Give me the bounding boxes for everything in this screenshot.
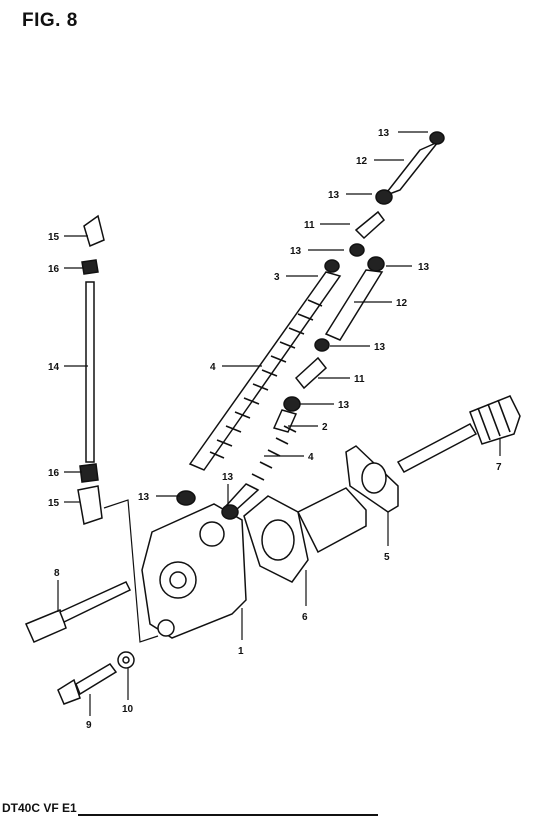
callout-14: 14 xyxy=(48,362,60,373)
housing-bore xyxy=(261,519,295,561)
stud-bolt-14 xyxy=(85,281,95,463)
callout-labels: 13 12 13 11 13 13 3 12 13 4 11 13 2 4 7 … xyxy=(48,128,502,731)
callout-4b: 4 xyxy=(308,452,314,463)
callout-13c: 13 xyxy=(290,246,302,257)
fuel-pump-port xyxy=(169,571,187,589)
callout-16a: 16 xyxy=(48,264,60,275)
hose-protector-4-lower xyxy=(245,425,297,491)
callout-1: 1 xyxy=(238,646,244,657)
fuel-hose-2 xyxy=(272,409,298,433)
callout-15b: 15 xyxy=(48,498,60,509)
leader-lines xyxy=(57,131,501,716)
hose-clamp-13-upper xyxy=(375,189,393,205)
hose-clamp-13-top xyxy=(429,131,445,145)
hose-clamp-13-mid xyxy=(349,243,365,257)
nut-16-bottom xyxy=(79,463,99,483)
bolt-9-shaft xyxy=(75,663,118,696)
hose-clamp-13-hose2 xyxy=(283,396,301,412)
callout-11b: 11 xyxy=(354,374,365,385)
fuel-filter-11-upper xyxy=(354,210,386,240)
fuel-filter-11-lower xyxy=(294,356,328,390)
callout-6: 6 xyxy=(302,612,308,623)
callout-12a: 12 xyxy=(356,156,368,167)
fuel-pump-assembly xyxy=(141,490,247,639)
hose-protector-4-upper xyxy=(209,299,323,459)
fuel-hose-12-lower xyxy=(324,269,384,341)
figure-title: FIG. 8 xyxy=(22,10,78,31)
callout-7: 7 xyxy=(496,462,502,473)
fuel-hose-12-upper xyxy=(381,141,439,198)
mounting-bolts xyxy=(25,581,135,705)
pump-housing-and-gasket xyxy=(243,445,399,583)
callout-13g: 13 xyxy=(138,492,150,503)
drive-gear-shaft-7 xyxy=(396,395,521,473)
hose-clamp-13-hose12 xyxy=(367,256,385,272)
callout-10: 10 xyxy=(122,704,134,715)
callout-2: 2 xyxy=(322,422,328,433)
gear-teeth xyxy=(477,399,511,441)
hose-clamp-13-pump-right xyxy=(221,504,239,520)
callout-4a: 4 xyxy=(210,362,216,373)
callout-13e: 13 xyxy=(374,342,386,353)
fuel-pump-fitting xyxy=(157,619,175,637)
callout-3: 3 xyxy=(274,272,280,283)
elbow-fitting-15-top xyxy=(83,214,105,248)
drive-shaft xyxy=(396,423,478,473)
bolt-8-head xyxy=(25,609,67,643)
hose-clamp-13-pump-left xyxy=(176,490,196,506)
callout-12b: 12 xyxy=(396,298,408,309)
callout-9: 9 xyxy=(86,720,92,731)
callout-11a: 11 xyxy=(304,220,315,231)
fitting-15-bottom xyxy=(77,485,103,525)
bolt-9-head xyxy=(57,678,81,705)
callout-13b: 13 xyxy=(328,190,340,201)
upper-fuel-hose-assembly xyxy=(272,131,445,433)
callout-13h: 13 xyxy=(222,472,234,483)
hose-clamp-13-hose3 xyxy=(324,259,340,273)
assembly-reference-line xyxy=(103,499,159,643)
fuel-pump-outlet xyxy=(199,521,225,547)
drive-gear xyxy=(469,395,521,445)
hose-clamp-13-filter xyxy=(314,338,330,352)
callout-13f: 13 xyxy=(338,400,350,411)
stud-bolt-assembly xyxy=(77,214,105,525)
callout-16b: 16 xyxy=(48,468,60,479)
callout-8: 8 xyxy=(54,568,60,579)
washer-10-hole xyxy=(122,656,130,664)
fuel-hose-3-with-protector xyxy=(188,271,342,511)
housing-shaft-tube xyxy=(296,487,367,554)
callout-13d: 13 xyxy=(418,262,430,273)
callout-13a: 13 xyxy=(378,128,390,139)
nut-16-top xyxy=(81,259,99,275)
model-code-footer: DT40C VF E1 xyxy=(2,801,77,815)
gasket-opening xyxy=(361,462,387,494)
footer-rule xyxy=(78,814,378,816)
callout-15a: 15 xyxy=(48,232,60,243)
callout-5: 5 xyxy=(384,552,390,563)
bolt-8-shaft xyxy=(59,581,132,624)
